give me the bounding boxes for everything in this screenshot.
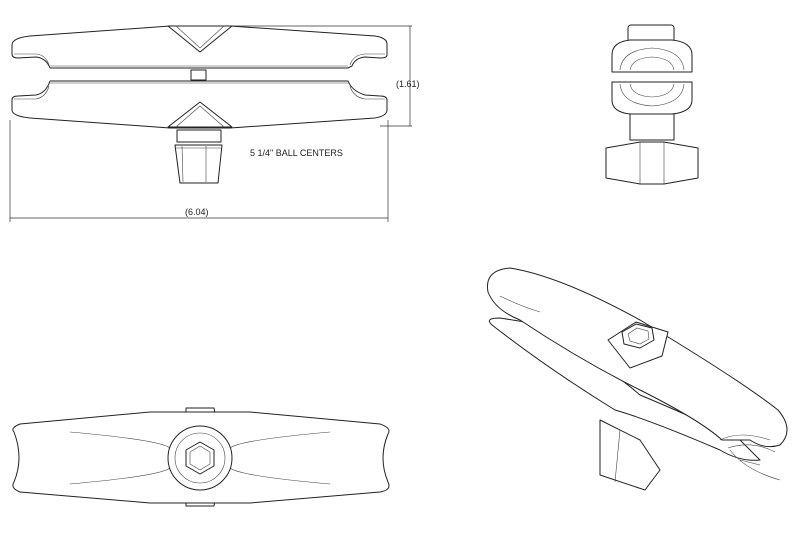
width-dimension-label: (6.04): [185, 207, 209, 217]
height-dimension-label: (1.61): [396, 79, 420, 89]
isometric-view: [486, 267, 788, 491]
front-view: [9, 25, 412, 222]
bottom-view: [12, 407, 390, 507]
ball-centers-note: 5 1/4" BALL CENTERS: [250, 148, 343, 158]
side-view: [605, 24, 699, 185]
